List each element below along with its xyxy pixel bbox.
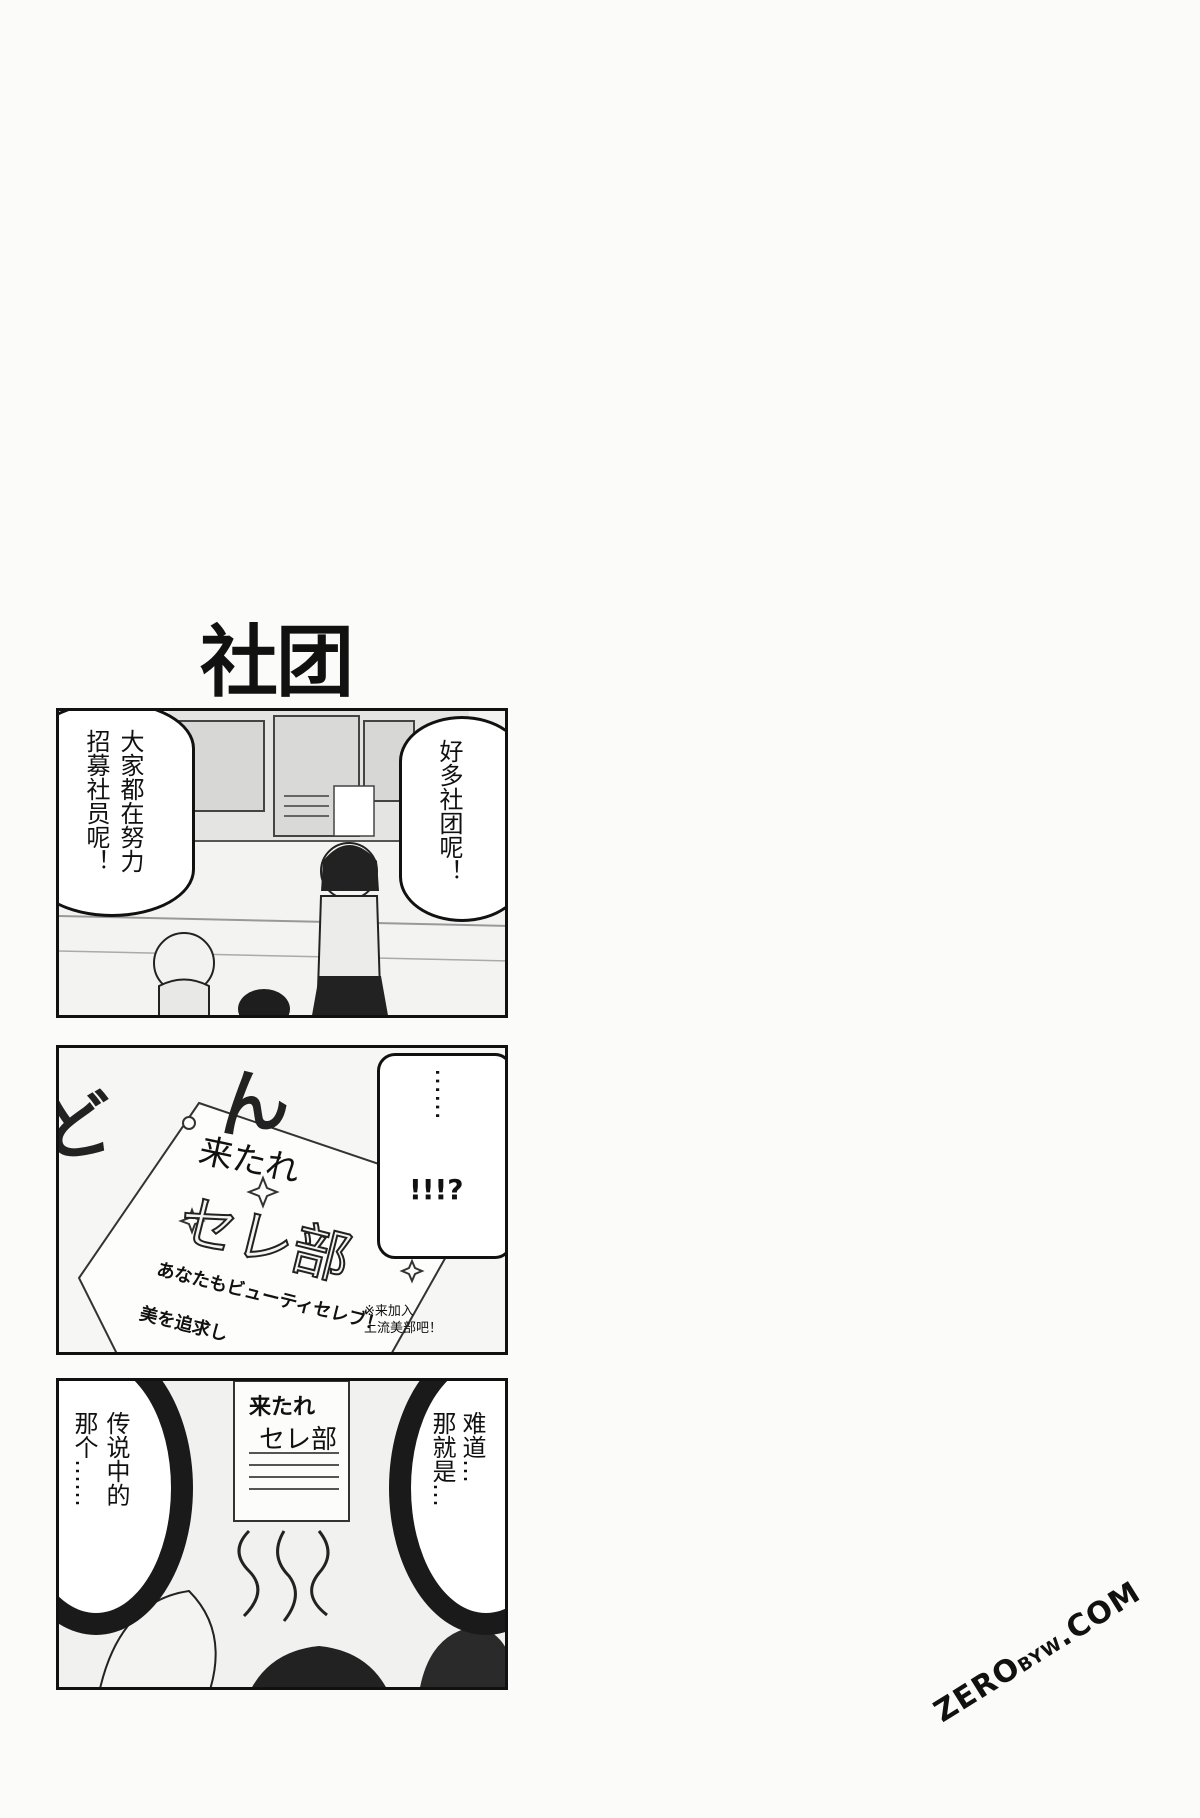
translation-note-line2: 上流美部吧！ — [364, 1321, 443, 1336]
translation-note-line1: ※来加入 — [364, 1304, 414, 1319]
page-title: 社团 — [200, 618, 354, 708]
thought-right-col1: 难道… — [458, 1411, 486, 1483]
comic-panel-1: 招募社员呢！ 大家都在努力 好多社团呢！ — [56, 708, 508, 1018]
reaction-marks: !!!? — [409, 1173, 464, 1206]
reaction-bubble — [377, 1053, 505, 1259]
comic-panel-2: ど ん 来たれ セレ部 あなたもビューティセレブ！ 美を追求し ※来加入 上流美… — [56, 1045, 508, 1355]
thought-left-col1: 那个…… — [70, 1411, 98, 1507]
speech-bubble-right — [399, 716, 505, 922]
speech-left-col2: 大家都在努力 — [116, 729, 144, 873]
comic-panel-3: 来たれ セレ部 那个…… 传说中的 难道… 那就是… — [56, 1378, 508, 1690]
speech-left-col1: 招募社员呢！ — [82, 729, 110, 873]
speech-bubble-left — [59, 711, 195, 917]
speech-right-text: 好多社团呢！ — [435, 739, 463, 883]
thought-left-col2: 传说中的 — [102, 1411, 130, 1507]
thought-right-col2: 那就是… — [428, 1411, 456, 1507]
reaction-dots: …… — [429, 1068, 459, 1120]
poster-heading-small: 来たれ — [249, 1395, 316, 1420]
watermark-end: .COM — [1049, 1574, 1147, 1654]
translation-note: ※来加入 上流美部吧！ — [364, 1303, 442, 1337]
thought-bubble-left — [59, 1381, 193, 1635]
watermark-main: ZERO — [928, 1649, 1027, 1730]
poster-club-name-small: セレ部 — [259, 1425, 338, 1455]
site-watermark: ZEROBYW.COM — [928, 1575, 1147, 1730]
